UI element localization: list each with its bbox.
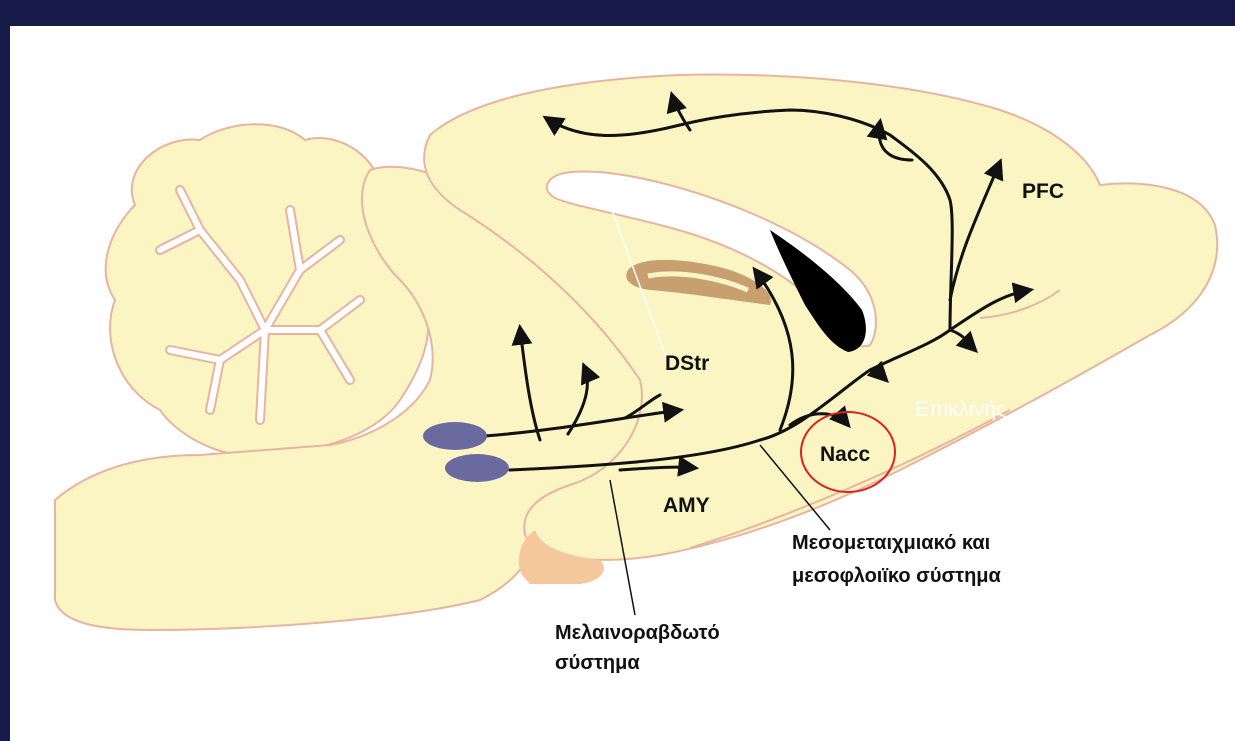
amy-label: AMY	[663, 494, 710, 518]
mesolimbic-caption-line1: Μεσομεταιχμιακό και	[792, 530, 990, 556]
substantia-nigra-nucleus	[423, 422, 487, 450]
nacc-label: Nacc	[820, 443, 870, 467]
vta-nucleus	[445, 454, 509, 482]
overlay-text: Επικλινής	[915, 398, 1006, 422]
overlay-text-clip: Επικλινής	[915, 398, 1055, 428]
dstr-label: DStr	[665, 352, 709, 376]
nigrostriatal-caption-line1: Μελαινοραβδωτό	[555, 620, 720, 646]
nigrostriatal-caption-line2: σύστημα	[555, 650, 640, 676]
mesolimbic-caption-line2: μεσοφλοιϊκο σύστημα	[792, 563, 1001, 589]
pfc-label: PFC	[1022, 180, 1064, 204]
